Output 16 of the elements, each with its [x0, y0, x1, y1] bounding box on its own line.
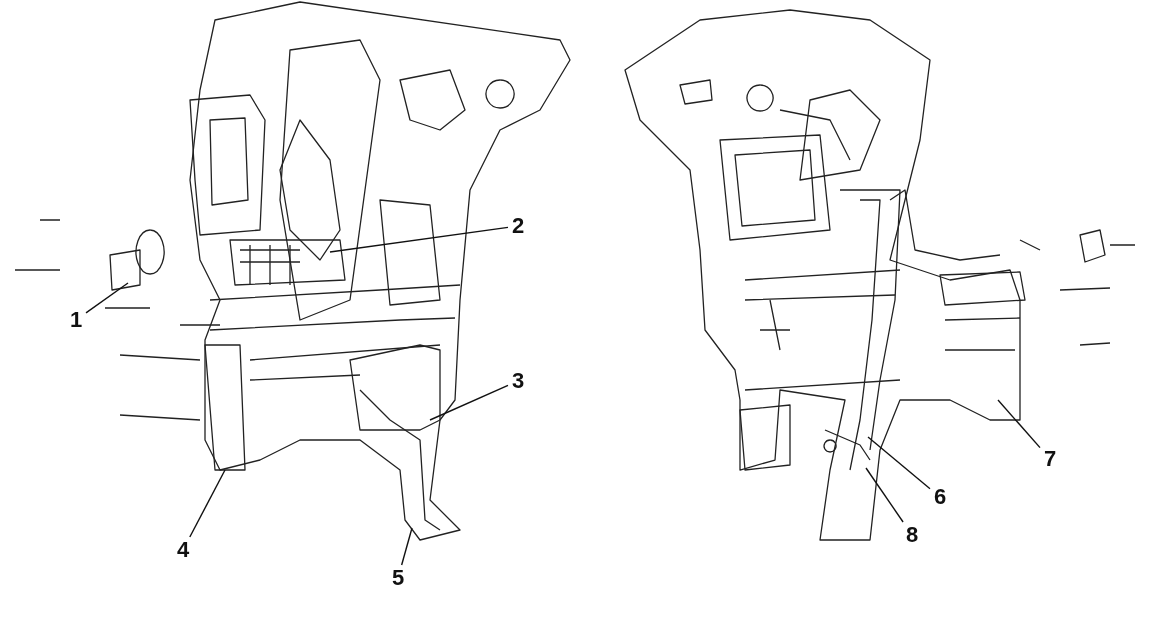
callout-number: 6 — [930, 485, 950, 509]
callout-number: 2 — [508, 214, 528, 238]
callout-number: 5 — [388, 566, 408, 590]
callout-number: 3 — [508, 369, 528, 393]
leader-line — [329, 226, 509, 253]
callout-number: 4 — [173, 538, 193, 562]
leader-line — [400, 527, 413, 566]
leader-line — [997, 399, 1041, 449]
leader-line — [429, 384, 509, 421]
callout-number: 7 — [1040, 447, 1060, 471]
callout-number: 8 — [902, 523, 922, 547]
leader-line — [865, 467, 904, 523]
leader-line — [85, 282, 129, 314]
leader-line — [189, 469, 226, 538]
leader-line — [867, 436, 931, 490]
callout-number: 1 — [66, 308, 86, 332]
